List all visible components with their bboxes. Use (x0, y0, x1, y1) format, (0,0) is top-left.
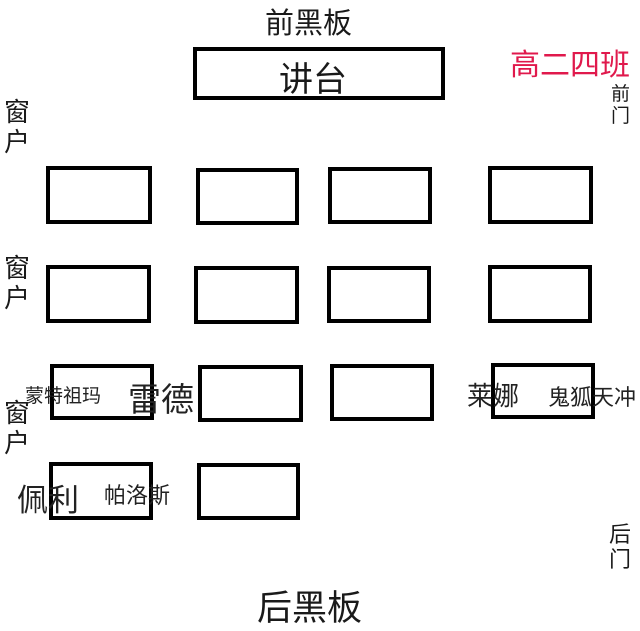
desk-r2-c2 (194, 266, 299, 324)
desk-r4-c2 (197, 463, 300, 520)
window-char-1: 窗 (4, 254, 31, 284)
window-char-2: 户 (4, 127, 31, 158)
student-name-mengte: 蒙特祖玛 (25, 385, 102, 407)
desk-r2-c3 (327, 266, 431, 323)
front-door-label: 前 门 (611, 83, 631, 128)
student-name-leide: 雷德 (128, 380, 194, 419)
student-name-peili: 佩利 (17, 483, 79, 519)
window-char-1: 窗 (4, 98, 31, 128)
front-door-char-2: 门 (611, 104, 631, 127)
front-blackboard-label: 前黑板 (265, 6, 353, 40)
desk-r3-c4 (491, 363, 595, 419)
podium-label: 讲台 (279, 60, 347, 100)
back-door-char-2: 门 (609, 548, 632, 574)
desk-r3-c1 (50, 364, 154, 420)
back-blackboard-label: 后黑板 (257, 589, 363, 629)
class-name: 高二四班 (510, 48, 630, 83)
desk-r3-c3 (330, 364, 434, 421)
front-door-char-1: 前 (611, 83, 631, 105)
desk-r1-c2 (196, 168, 299, 225)
desk-r2-c4 (488, 265, 592, 323)
desk-r1-c3 (328, 167, 432, 224)
window-label-3: 窗 户 (4, 399, 31, 460)
desk-r1-c4 (488, 166, 593, 224)
window-label-1: 窗 户 (4, 98, 31, 159)
window-label-2: 窗 户 (4, 254, 31, 315)
window-char-2: 户 (4, 428, 31, 459)
student-name-paluosi: 帕洛斯 (104, 484, 171, 509)
student-name-laina: 莱娜 (467, 382, 520, 412)
window-char-2: 户 (4, 283, 31, 314)
back-door-char-1: 后 (609, 523, 632, 548)
window-char-1: 窗 (4, 399, 31, 429)
desk-r3-c2 (198, 365, 303, 422)
back-door-label: 后 门 (609, 523, 631, 574)
student-name-guihu: 鬼狐天冲 (548, 386, 637, 411)
desk-r1-c1 (46, 166, 152, 224)
podium: 讲台 (193, 47, 445, 100)
desk-r2-c1 (46, 265, 151, 323)
desk-r4-c1 (49, 462, 153, 520)
